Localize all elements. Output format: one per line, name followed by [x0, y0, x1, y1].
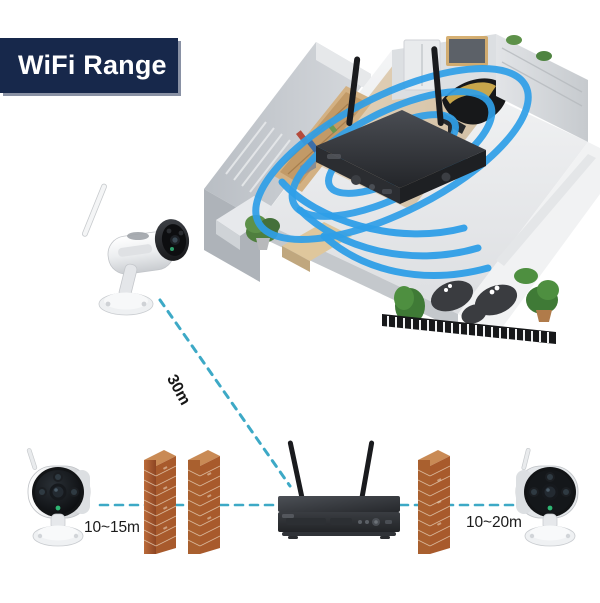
camera-lens-plate — [32, 467, 84, 517]
camera-mount — [98, 263, 154, 316]
camera-mount — [32, 513, 84, 547]
camera-lens-plate — [524, 467, 576, 517]
nvr-antennas — [287, 440, 375, 504]
nvr-router-bottom — [272, 434, 406, 562]
wifi-camera-outdoor-top — [74, 176, 209, 324]
wifi-camera-left — [18, 448, 114, 552]
terrace-plants — [394, 268, 559, 324]
distance-label-right: 10~20m — [466, 514, 522, 531]
camera-brand-logo — [127, 232, 149, 240]
wifi-camera-right — [504, 447, 600, 552]
brick-wall-2 — [182, 444, 222, 562]
distance-label-30m: 30m — [163, 372, 194, 408]
distance-label-left: 10~15m — [84, 519, 140, 536]
house-left-wing — [204, 42, 371, 282]
terrace-railing — [382, 314, 556, 344]
wifi-signal-rings-front — [278, 178, 492, 279]
nvr-router-indoor — [316, 46, 486, 204]
camera-antenna — [26, 448, 38, 470]
camera-mount — [524, 513, 576, 547]
nvr-front-panel — [286, 518, 392, 526]
camera-lens-hood — [154, 219, 190, 261]
camera-antenna — [521, 447, 531, 471]
camera-antenna — [82, 183, 107, 237]
brick-wall-1 — [138, 444, 178, 562]
house-cutaway-scene — [196, 14, 600, 344]
brick-wall-3 — [412, 444, 452, 562]
banner-title: WiFi Range — [18, 50, 167, 80]
terrace — [382, 142, 600, 344]
wifi-range-banner: WiFi Range — [0, 38, 178, 93]
house-right-wall — [496, 34, 588, 142]
